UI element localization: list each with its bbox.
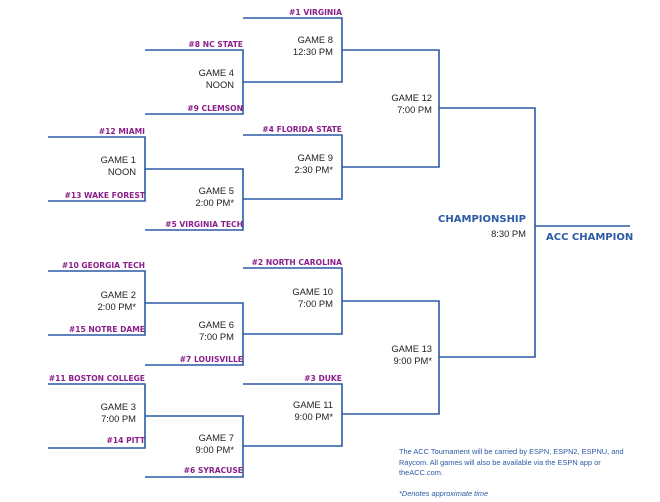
broadcast-note: The ACC Tournament will be carried by ES…: [399, 447, 624, 477]
approximate-time-footnote: *Denotes approximate time: [399, 489, 489, 498]
championship-bracket: [439, 107, 536, 358]
game-11-bracket: [243, 383, 343, 447]
acc-champion-label: ACC CHAMPION: [546, 232, 634, 243]
championship-time: 8:30 PM: [491, 228, 526, 239]
championship-label: CHAMPIONSHIP: [438, 214, 526, 225]
team-label: #13 WAKE FOREST: [64, 191, 145, 200]
team-label: #9 CLEMSON: [187, 104, 243, 113]
team-label: #7 LOUISVILLE: [179, 355, 243, 364]
team-label: #14 PITT: [106, 436, 146, 445]
team-label: #8 NC STATE: [188, 40, 243, 49]
team-label: #6 SYRACUSE: [183, 466, 243, 475]
team-label: #4 FLORIDA STATE: [262, 125, 342, 134]
team-label: #2 NORTH CAROLINA: [251, 258, 342, 267]
team-label: #3 DUKE: [304, 374, 342, 383]
team-label: #12 MIAMI: [98, 127, 145, 136]
team-label: #11 BOSTON COLLEGE: [48, 374, 145, 383]
team-label: #1 VIRGINIA: [289, 8, 342, 17]
team-label: #10 GEORGIA TECH: [61, 261, 145, 270]
team-label: #5 VIRGINIA TECH: [165, 220, 243, 229]
team-label: #15 NOTRE DAME: [68, 325, 145, 334]
